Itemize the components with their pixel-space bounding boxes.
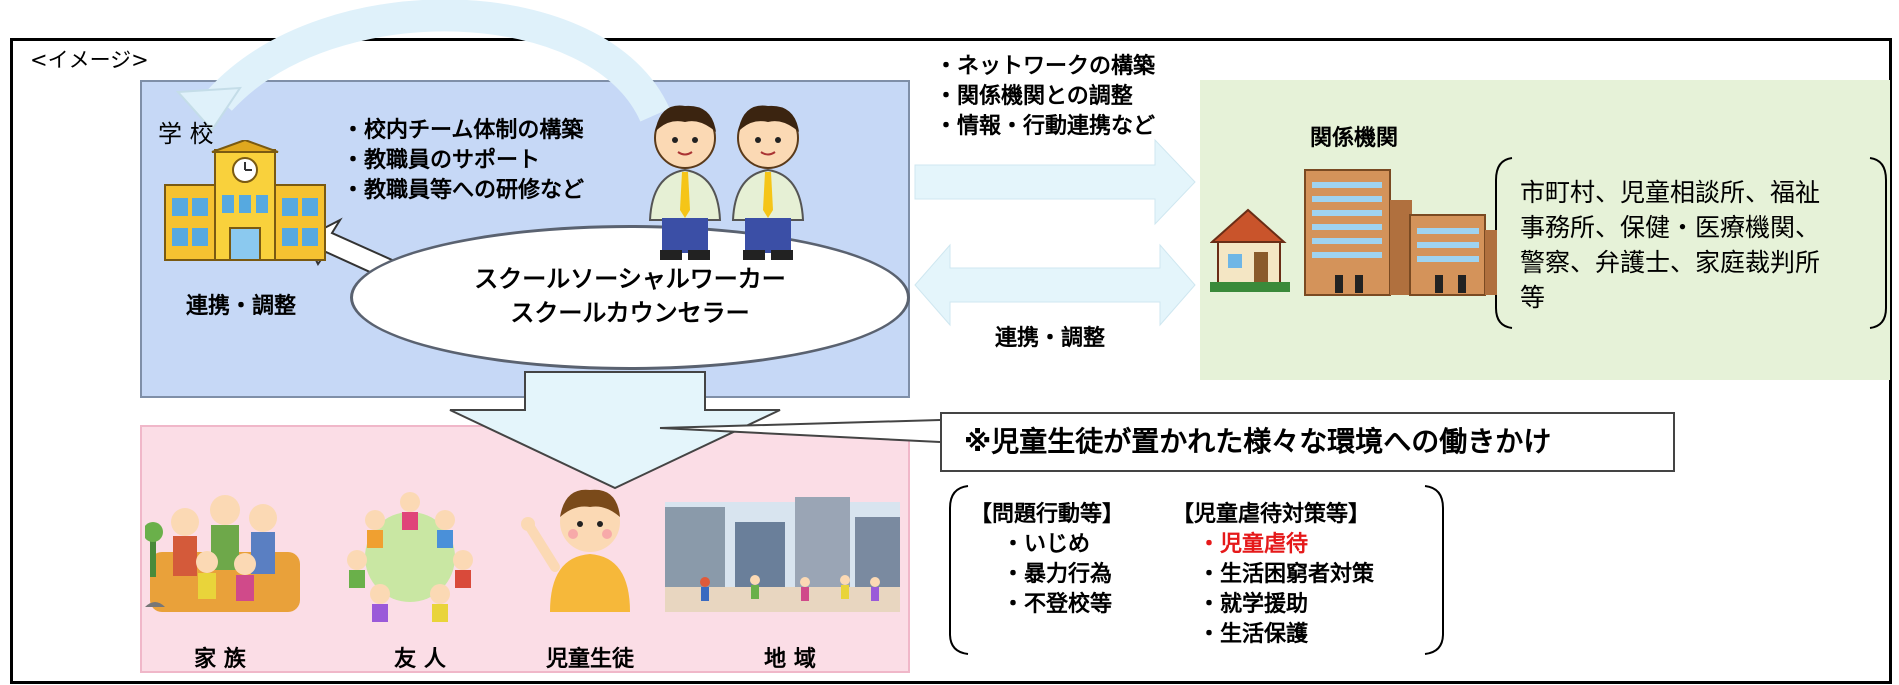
issues-column-problem-behavior: 【問題行動等】 ・いじめ ・暴力行為 ・不登校等 <box>970 500 1124 620</box>
issue-item: ・就学援助 <box>1198 592 1309 617</box>
environment-illustrations <box>145 489 900 622</box>
issue-item: ・生活保護 <box>1198 622 1309 647</box>
issues-column-child-abuse: 【児童虐待対策等】 ・児童虐待 ・生活困窮者対策 ・就学援助 ・生活保護 <box>1172 500 1374 650</box>
community-illustration <box>665 497 900 612</box>
environment-note: ※児童生徒が置かれた様々な環境への働きかけ <box>940 412 1675 472</box>
diagram-frame <box>10 38 1892 684</box>
counselor-figures-icon <box>648 105 805 260</box>
school-coordination-label: 連携・調整 <box>186 294 297 319</box>
note-pointer <box>659 419 941 443</box>
issues-bracket-right <box>1424 485 1444 655</box>
ssw-label: スクールソーシャルワーカー <box>474 265 786 293</box>
issues-bracket-left <box>949 485 969 655</box>
double-arrow-coordination <box>914 243 1196 327</box>
issue-item-highlighted: ・児童虐待 <box>1198 532 1309 557</box>
counselor-ellipse <box>350 225 910 370</box>
issues-header: 【児童虐待対策等】 <box>1172 502 1371 527</box>
friends-illustration <box>347 492 473 622</box>
school-role-item: ・教職員のサポート <box>342 148 541 173</box>
student-illustration <box>521 489 630 612</box>
counselor-figure-left <box>648 105 722 260</box>
issue-item: ・不登校等 <box>1002 592 1113 617</box>
agency-list: 市町村、児童相談所、福祉 事務所、保健・医療機関、 警察、弁護士、家庭裁判所 等 <box>1520 175 1820 315</box>
school-building-icon <box>164 140 326 261</box>
school-role-item: ・校内チーム体制の構築 <box>342 118 584 143</box>
network-items: ・ネットワークの構築 ・関係機関との調整 ・情報・行動連携など <box>935 52 1155 142</box>
arrow-to-agencies <box>914 138 1196 226</box>
curved-arrow-to-school <box>208 0 670 123</box>
network-item: ・情報・行動連携など <box>935 114 1156 139</box>
school-roles: ・校内チーム体制の構築 ・教職員のサポート ・教職員等への研修など <box>342 116 584 206</box>
school-title: 学 校 <box>158 120 214 148</box>
curved-arrow-head <box>175 86 242 132</box>
family-illustration <box>145 495 300 612</box>
env-label-student: 児童生徒 <box>545 647 634 672</box>
network-item: ・関係機関との調整 <box>935 84 1133 109</box>
down-arrow-environment <box>449 371 781 490</box>
agency-list-line: 警察、弁護士、家庭裁判所 <box>1520 248 1821 277</box>
agency-list-line: 市町村、児童相談所、福祉 <box>1520 178 1821 207</box>
issue-item: ・生活困窮者対策 <box>1198 562 1375 587</box>
counselor-labels: スクールソーシャルワーカー スクールカウンセラー <box>360 262 900 330</box>
caption: <イメージ> <box>30 48 149 72</box>
agencies-title: 関係機関 <box>1310 126 1399 151</box>
network-item: ・ネットワークの構築 <box>935 54 1156 79</box>
issues-header: 【問題行動等】 <box>970 502 1125 527</box>
network-coordination-label: 連携・調整 <box>995 326 1106 351</box>
issue-item: ・暴力行為 <box>1002 562 1113 587</box>
agency-bracket-right <box>1869 157 1887 329</box>
env-label-friends: 友 人 <box>394 647 446 672</box>
env-label-family: 家 族 <box>194 647 246 672</box>
agency-buildings-icon <box>1210 169 1497 296</box>
env-label-community: 地 域 <box>764 647 816 672</box>
agency-list-line: 等 <box>1520 283 1546 312</box>
issue-item: ・いじめ <box>1002 532 1091 557</box>
school-role-item: ・教職員等への研修など <box>342 178 585 203</box>
agency-list-line: 事務所、保健・医療機関、 <box>1520 213 1821 242</box>
sc-label: スクールカウンセラー <box>510 299 750 327</box>
counselor-figure-right <box>731 105 805 260</box>
